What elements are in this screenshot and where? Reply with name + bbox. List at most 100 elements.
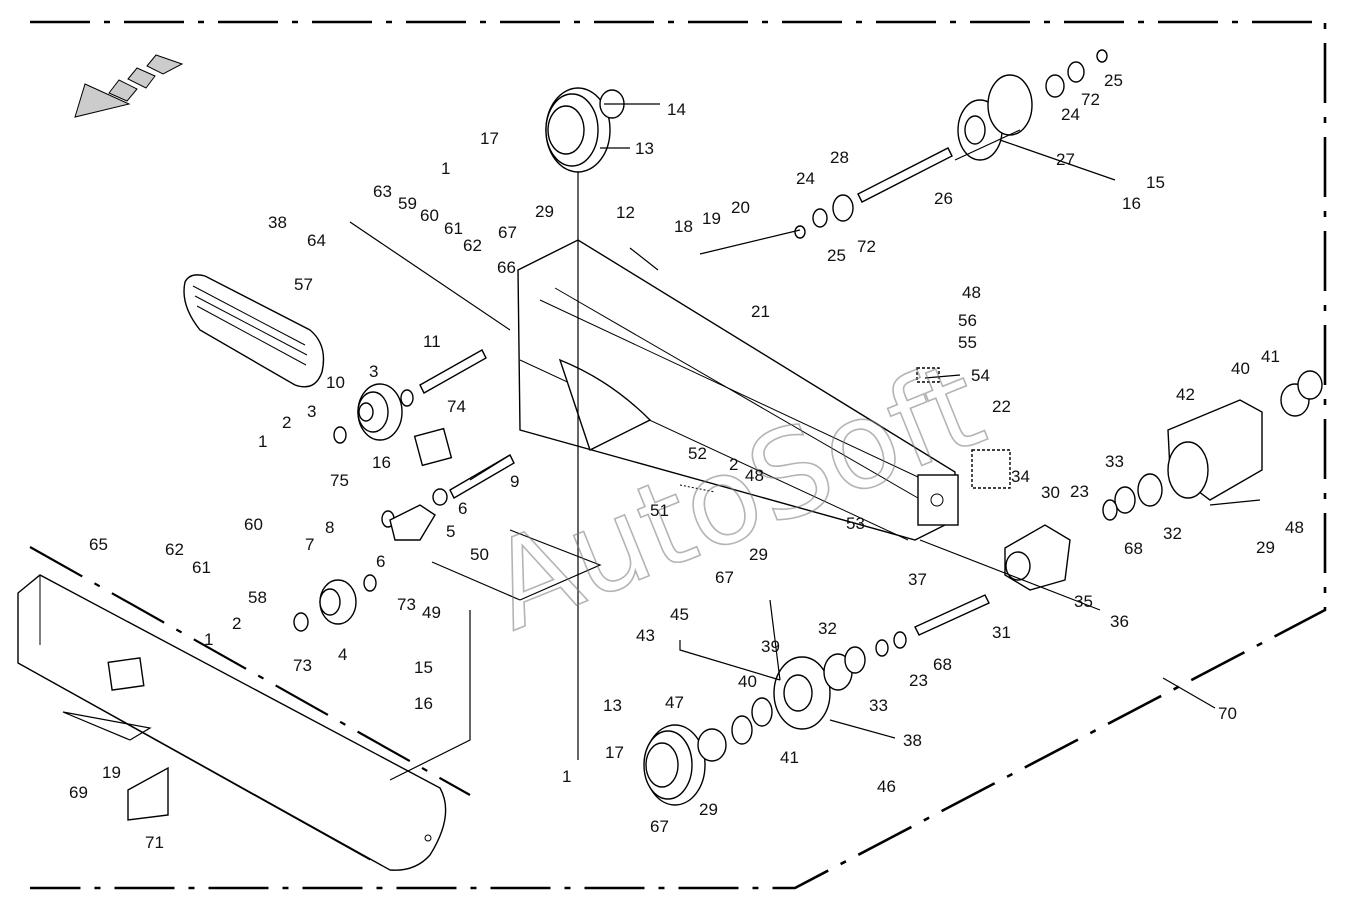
callout-3: 3 (369, 362, 378, 381)
callout-29: 29 (535, 202, 554, 221)
callout-17: 17 (605, 743, 624, 762)
gasket-22 (971, 449, 1011, 489)
callout-19: 19 (702, 209, 721, 228)
callout-40: 40 (738, 672, 757, 691)
callout-54: 54 (971, 366, 990, 385)
upper-pulley (545, 87, 625, 173)
callout-2: 2 (729, 455, 738, 474)
callout-61: 61 (444, 219, 463, 238)
small-pulley (357, 383, 403, 441)
callout-12: 12 (616, 203, 635, 222)
callout-8: 8 (325, 518, 334, 537)
main-frame-beam (517, 239, 959, 541)
callout-72: 72 (1081, 90, 1100, 109)
callout-9: 9 (510, 472, 519, 491)
callout-62: 62 (165, 540, 184, 559)
callout-13: 13 (635, 139, 654, 158)
shaft-middle (449, 454, 515, 499)
callout-25: 25 (827, 246, 846, 265)
callout-50: 50 (470, 545, 489, 564)
dash-dot-frame (29, 20, 1327, 890)
callout-73: 73 (293, 656, 312, 675)
callout-40: 40 (1231, 359, 1250, 378)
callout-15: 15 (414, 658, 433, 677)
callout-64: 64 (307, 231, 326, 250)
callout-74: 74 (447, 397, 466, 416)
tension-rod (431, 561, 521, 601)
callout-30: 30 (1041, 483, 1060, 502)
callout-3: 3 (307, 402, 316, 421)
callout-62: 62 (463, 236, 482, 255)
callout-60: 60 (420, 206, 439, 225)
callout-15: 15 (1146, 173, 1165, 192)
callout-61: 61 (192, 558, 211, 577)
callout-20: 20 (731, 198, 750, 217)
callout-58: 58 (248, 588, 267, 607)
callout-69: 69 (69, 783, 88, 802)
callout-21: 21 (751, 302, 770, 321)
callout-24: 24 (796, 169, 815, 188)
callout-24: 24 (1061, 105, 1080, 124)
belt-cover (17, 574, 447, 871)
callout-17: 17 (480, 129, 499, 148)
callout-10: 10 (326, 373, 345, 392)
callout-11: 11 (423, 332, 441, 351)
callout-29: 29 (749, 545, 768, 564)
callout-1: 1 (562, 767, 571, 786)
callout-68: 68 (933, 655, 952, 674)
callout-16: 16 (372, 453, 391, 472)
callout-34: 34 (1011, 467, 1030, 486)
callout-26: 26 (934, 189, 953, 208)
rings (293, 49, 1323, 745)
callout-49: 49 (422, 603, 441, 622)
callout-38: 38 (903, 731, 922, 750)
callout-73: 73 (397, 595, 416, 614)
tension-hub (389, 504, 436, 541)
callout-63: 63 (373, 182, 392, 201)
callout-48: 48 (745, 466, 764, 485)
callout-6: 6 (458, 499, 467, 518)
callout-75: 75 (330, 471, 349, 490)
callout-71: 71 (145, 833, 164, 852)
callout-68: 68 (1124, 539, 1143, 558)
shaft-26 (857, 147, 953, 203)
callout-39: 39 (761, 637, 780, 656)
callout-67: 67 (650, 817, 669, 836)
callout-36: 36 (1110, 612, 1129, 631)
spring-52 (679, 484, 716, 493)
direction-arrow-icon (74, 54, 184, 118)
callout-7: 7 (305, 535, 314, 554)
callout-28: 28 (830, 148, 849, 167)
callout-37: 37 (908, 570, 927, 589)
callout-6: 6 (376, 552, 385, 571)
callout-46: 46 (877, 777, 896, 796)
callout-47: 47 (665, 693, 684, 712)
shaft-upper (419, 349, 487, 394)
callout-41: 41 (780, 748, 799, 767)
callout-5: 5 (446, 522, 455, 541)
callout-67: 67 (715, 568, 734, 587)
callout-1: 1 (204, 630, 213, 649)
callout-52: 52 (688, 444, 707, 463)
callout-2: 2 (282, 413, 291, 432)
callout-19: 19 (102, 763, 121, 782)
idler-roller (319, 579, 357, 625)
callout-31: 31 (992, 623, 1011, 642)
plate-54 (916, 367, 940, 383)
callout-55: 55 (958, 333, 977, 352)
callout-35: 35 (1074, 592, 1093, 611)
callout-33: 33 (1105, 452, 1124, 471)
lower-pulley (643, 724, 727, 806)
callout-48: 48 (1285, 518, 1304, 537)
callout-51: 51 (650, 501, 669, 520)
callout-29: 29 (1256, 538, 1275, 557)
bearing-block-30 (1004, 524, 1071, 591)
callout-27: 27 (1056, 150, 1075, 169)
callout-48: 48 (962, 283, 981, 302)
callout-14: 14 (667, 100, 686, 119)
callout-42: 42 (1176, 385, 1195, 404)
callout-45: 45 (670, 605, 689, 624)
callout-41: 41 (1261, 347, 1280, 366)
callout-18: 18 (674, 217, 693, 236)
